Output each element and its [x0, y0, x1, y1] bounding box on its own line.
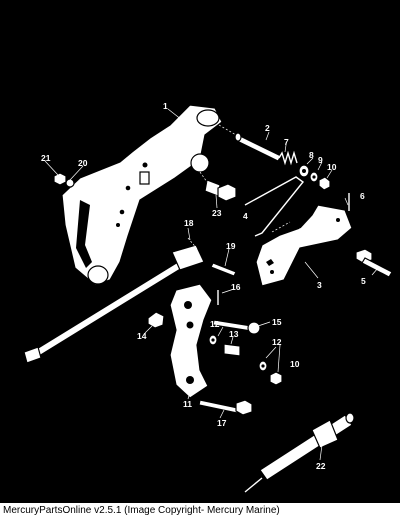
callout-10-lower: 10: [290, 359, 300, 369]
callout-10: 10: [327, 162, 337, 172]
bolt-part: [198, 399, 253, 416]
parts-diagram: 1 2 3 4 5 6 7 8 9 10 10 11 12 12 13 14 1…: [0, 0, 400, 503]
clip-part: [147, 311, 165, 329]
callout-20: 20: [78, 158, 88, 168]
spacer-part: [223, 343, 241, 357]
callout-9: 9: [318, 155, 323, 165]
bolt-part: [355, 248, 393, 278]
washer-part: [208, 334, 268, 372]
callout-13: 13: [229, 329, 239, 339]
callout-2: 2: [265, 123, 270, 133]
nut-part: [269, 371, 283, 386]
link-arm-part: [169, 283, 213, 399]
callout-6: 6: [360, 191, 365, 201]
shift-rod-part: [23, 237, 205, 364]
callout-1: 1: [163, 101, 168, 111]
callout-16: 16: [231, 282, 241, 292]
callout-3: 3: [317, 280, 322, 290]
exploded-view-drawing: 1 2 3 4 5 6 7 8 9 10 10 11 12 12 13 14 1…: [23, 101, 393, 493]
callout-23: 23: [212, 208, 222, 218]
callout-12: 12: [210, 319, 220, 329]
nut-part: [53, 172, 75, 188]
callout-15: 15: [272, 317, 282, 327]
callout-19: 19: [226, 241, 236, 251]
callout-7: 7: [284, 137, 289, 147]
wire-clip-part: [244, 176, 305, 237]
callout-18: 18: [184, 218, 194, 228]
bolt-part: [212, 319, 261, 335]
swivel-bracket-part: [61, 104, 223, 286]
callout-8: 8: [309, 150, 314, 160]
callout-4: 4: [243, 211, 248, 221]
bolt-part: [199, 171, 237, 202]
callout-22: 22: [316, 461, 326, 471]
callout-12-lower: 12: [272, 337, 282, 347]
image-caption: MercuryPartsOnline v2.5.1 (Image Copyrig…: [3, 505, 280, 516]
tilt-lever-part: [255, 204, 353, 287]
washer-part: [298, 164, 331, 191]
callout-14: 14: [137, 331, 147, 341]
callout-11: 11: [183, 399, 192, 409]
pin-part: [218, 124, 282, 162]
cylinder-part: [244, 412, 355, 493]
callout-17: 17: [217, 418, 227, 428]
screw-part: [210, 262, 237, 277]
spring-part: [278, 150, 298, 166]
callout-5: 5: [361, 276, 366, 286]
callout-21: 21: [41, 153, 51, 163]
